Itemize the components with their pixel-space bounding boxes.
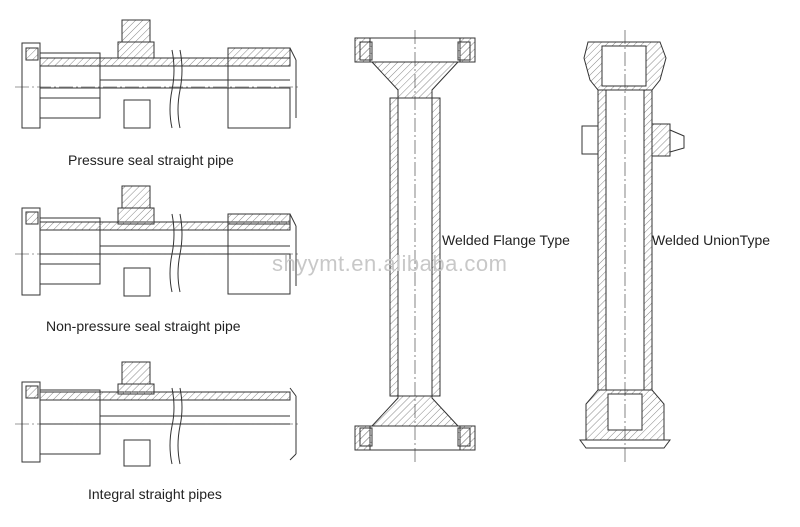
label-welded-union: Welded UnionType	[652, 232, 771, 248]
label-non-pressure-seal: Non-pressure seal straight pipe	[46, 318, 241, 334]
welded-union-pipe	[579, 30, 685, 462]
label-integral: Integral straight pipes	[88, 486, 222, 502]
label-pressure-seal: Pressure seal straight pipe	[68, 152, 234, 168]
welded-flange-pipe	[354, 30, 476, 462]
pressure-seal-pipe	[15, 19, 300, 129]
label-welded-flange: Welded Flange Type	[442, 232, 570, 248]
non-pressure-seal-pipe	[15, 185, 300, 297]
watermark: shyymt.en.alibaba.com	[272, 251, 508, 276]
integral-pipe	[15, 361, 300, 467]
